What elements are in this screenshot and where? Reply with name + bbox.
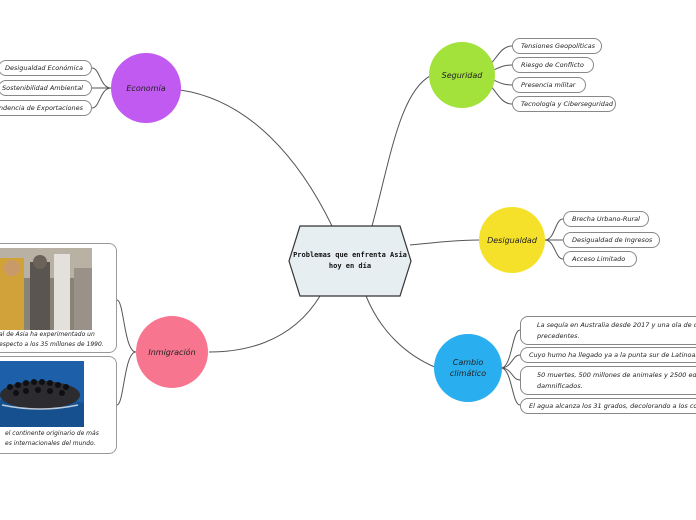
node-cambio-label: Cambio climático [449, 358, 487, 378]
node-seguridad-label: Seguridad [441, 70, 483, 80]
inmigracion-card-1[interactable]: al de Asia ha experimentado un especto a… [0, 243, 117, 353]
link-desigualdad-leaves [544, 218, 564, 260]
node-seguridad[interactable]: Seguridad [429, 42, 495, 108]
leaf-agua-corales[interactable]: El agua alcanza los 31 grados, decoloran… [520, 398, 696, 414]
leaf-sequia-australia[interactable]: La sequía en Australia desde 2017 y una … [520, 316, 696, 345]
leaf-brecha-urbano-rural[interactable]: Brecha Urbano-Rural [563, 211, 649, 227]
node-economia[interactable]: Economía [111, 53, 181, 123]
leaf-acceso-limitado[interactable]: Acceso Limitado [563, 251, 637, 267]
leaf-humo-latinoamerica[interactable]: Cuyo humo ha llegado ya a la punta sur d… [520, 347, 696, 363]
node-desigualdad[interactable]: Desigualdad [479, 207, 545, 273]
leaf-tensiones-geopoliticas[interactable]: Tensiones Geopolíticas [512, 38, 602, 54]
node-inmigracion-label: Inmigración [148, 347, 196, 357]
boat-migrants-photo [0, 361, 84, 427]
link-center-cambio [365, 295, 438, 369]
leaf-tecnologia-ciberseguridad[interactable]: Tecnología y Ciberseguridad [512, 96, 616, 112]
leaf-muertes-animales[interactable]: 50 muertes, 500 millones de animales y 2… [520, 366, 696, 395]
leaf-presencia-militar[interactable]: Presencia militar [512, 77, 586, 93]
link-economia-leaves [91, 67, 112, 109]
link-cambio-leaves [500, 329, 521, 406]
refugees-photo [0, 248, 92, 330]
leaf-dependencia-exportaciones[interactable]: Dependencia de Exportaciones [0, 100, 92, 116]
link-center-seguridad [371, 74, 433, 227]
link-center-desigualdad [409, 239, 481, 246]
inmigracion-card-2[interactable]: el continente originario de más es inter… [0, 356, 117, 454]
link-center-inmigracion [208, 295, 321, 353]
node-cambio-climatico[interactable]: Cambio climático [434, 334, 502, 402]
leaf-sostenibilidad-ambiental[interactable]: Sostenibilidad Ambiental [0, 80, 92, 96]
central-topic[interactable]: Problemas que enfrenta Asia hoy en día [293, 251, 407, 270]
link-inmigracion-cards [116, 299, 137, 406]
leaf-desigualdad-economica[interactable]: Desigualdad Económica [0, 60, 92, 76]
leaf-riesgo-conflicto[interactable]: Riesgo de Conflicto [512, 57, 594, 73]
node-economia-label: Economía [126, 83, 166, 93]
node-desigualdad-label: Desigualdad [487, 235, 537, 245]
node-inmigracion[interactable]: Inmigración [136, 316, 208, 388]
link-center-economia [179, 89, 333, 227]
leaf-desigualdad-ingresos[interactable]: Desigualdad de Ingresos [563, 232, 660, 248]
central-node-shape [288, 225, 412, 297]
